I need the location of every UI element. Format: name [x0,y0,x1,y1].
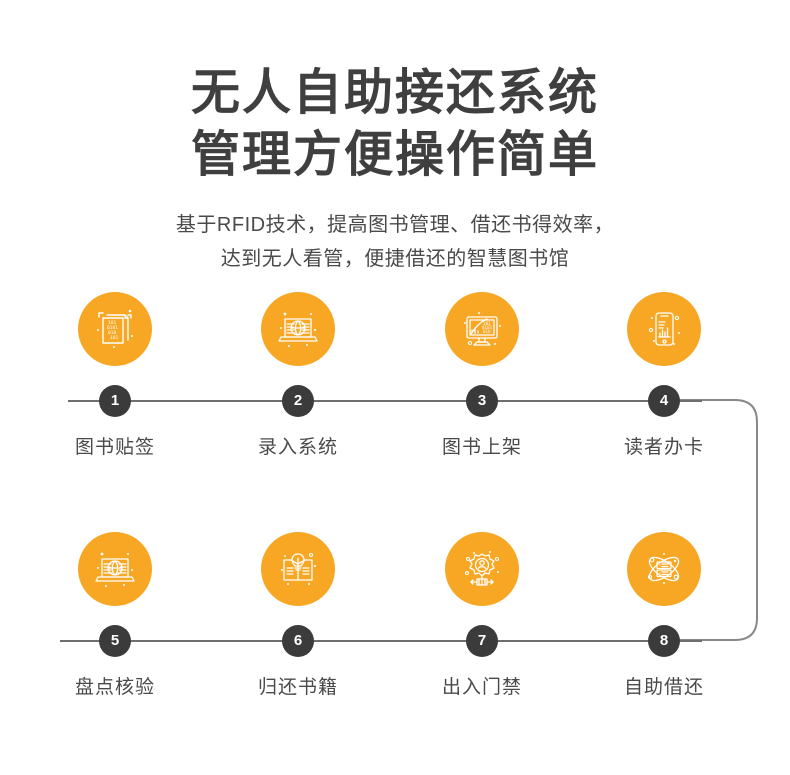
flow-rail-row-1 [68,400,702,402]
flow-row-2: 5 盘点核验 [0,532,790,712]
laptop-globe-icon [78,532,152,606]
svg-text:101: 101 [108,320,117,326]
svg-text:0101: 0101 [107,325,118,331]
flow-step-label: 读者办卡 [623,437,704,458]
svg-text:101: 101 [110,335,119,341]
book-lightbulb-icon [261,532,335,606]
flow-step-3[interactable]: 101 0101 010 3 图书上架 [412,292,552,458]
smartphone-chart-icon [627,292,701,366]
flow-step-8[interactable]: 8 自助借还 [594,532,734,698]
page-title-line-1: 无人自助接还系统 [190,66,599,120]
flow-step-6[interactable]: 6 归还书籍 [228,532,368,698]
page-subtitle-line-1: 基于RFID技术，提高图书管理、借还书得效率， [175,214,615,236]
svg-text:0101: 0101 [482,325,493,330]
flow-row-1: 101 0101 010 101 1 图书贴签 [0,292,790,472]
svg-text:101: 101 [483,321,491,326]
flow-rail-row-2 [60,640,702,642]
flow-step-label: 图书贴签 [74,437,155,458]
flow-step-label: 出入门禁 [441,677,522,698]
page-header: 无人自助接还系统 管理方便操作简单 基于RFID技术，提高图书管理、借还书得效率… [0,0,790,276]
flow-step-badge: 2 [282,385,314,417]
flow-step-badge: 7 [466,625,498,657]
flow-step-4[interactable]: 4 读者办卡 [594,292,734,458]
flow-step-badge: 1 [99,385,131,417]
gear-person-icon [445,532,519,606]
flow-step-badge: 4 [648,385,680,417]
flow-step-badge: 6 [282,625,314,657]
flow-step-badge: 5 [99,625,131,657]
page-subtitle-line-2: 达到无人看管，便捷借还的智慧图书馆 [220,248,570,270]
flow-step-5[interactable]: 5 盘点核验 [45,532,185,698]
svg-text:010: 010 [108,330,117,336]
monitor-chart-icon: 101 0101 010 [445,292,519,366]
flow-step-label: 自助借还 [623,677,704,698]
flow-step-label: 归还书籍 [257,677,338,698]
flow-step-2[interactable]: 2 录入系统 [228,292,368,458]
flow-step-7[interactable]: 7 出入门禁 [412,532,552,698]
process-flow: 101 0101 010 101 1 图书贴签 [0,292,790,712]
page-subtitle: 基于RFID技术，提高图书管理、借还书得效率， 达到无人看管，便捷借还的智慧图书… [0,208,790,276]
atom-database-icon [627,532,701,606]
binary-document-icon: 101 0101 010 101 [78,292,152,366]
flow-step-label: 图书上架 [441,437,522,458]
laptop-globe-icon [261,292,335,366]
flow-step-badge: 8 [648,625,680,657]
page-title-line-2: 管理方便操作简单 [190,128,599,182]
flow-step-badge: 3 [466,385,498,417]
svg-text:010: 010 [483,329,491,334]
flow-step-1[interactable]: 101 0101 010 101 1 图书贴签 [45,292,185,458]
flow-step-label: 录入系统 [257,437,338,458]
flow-step-label: 盘点核验 [74,677,155,698]
